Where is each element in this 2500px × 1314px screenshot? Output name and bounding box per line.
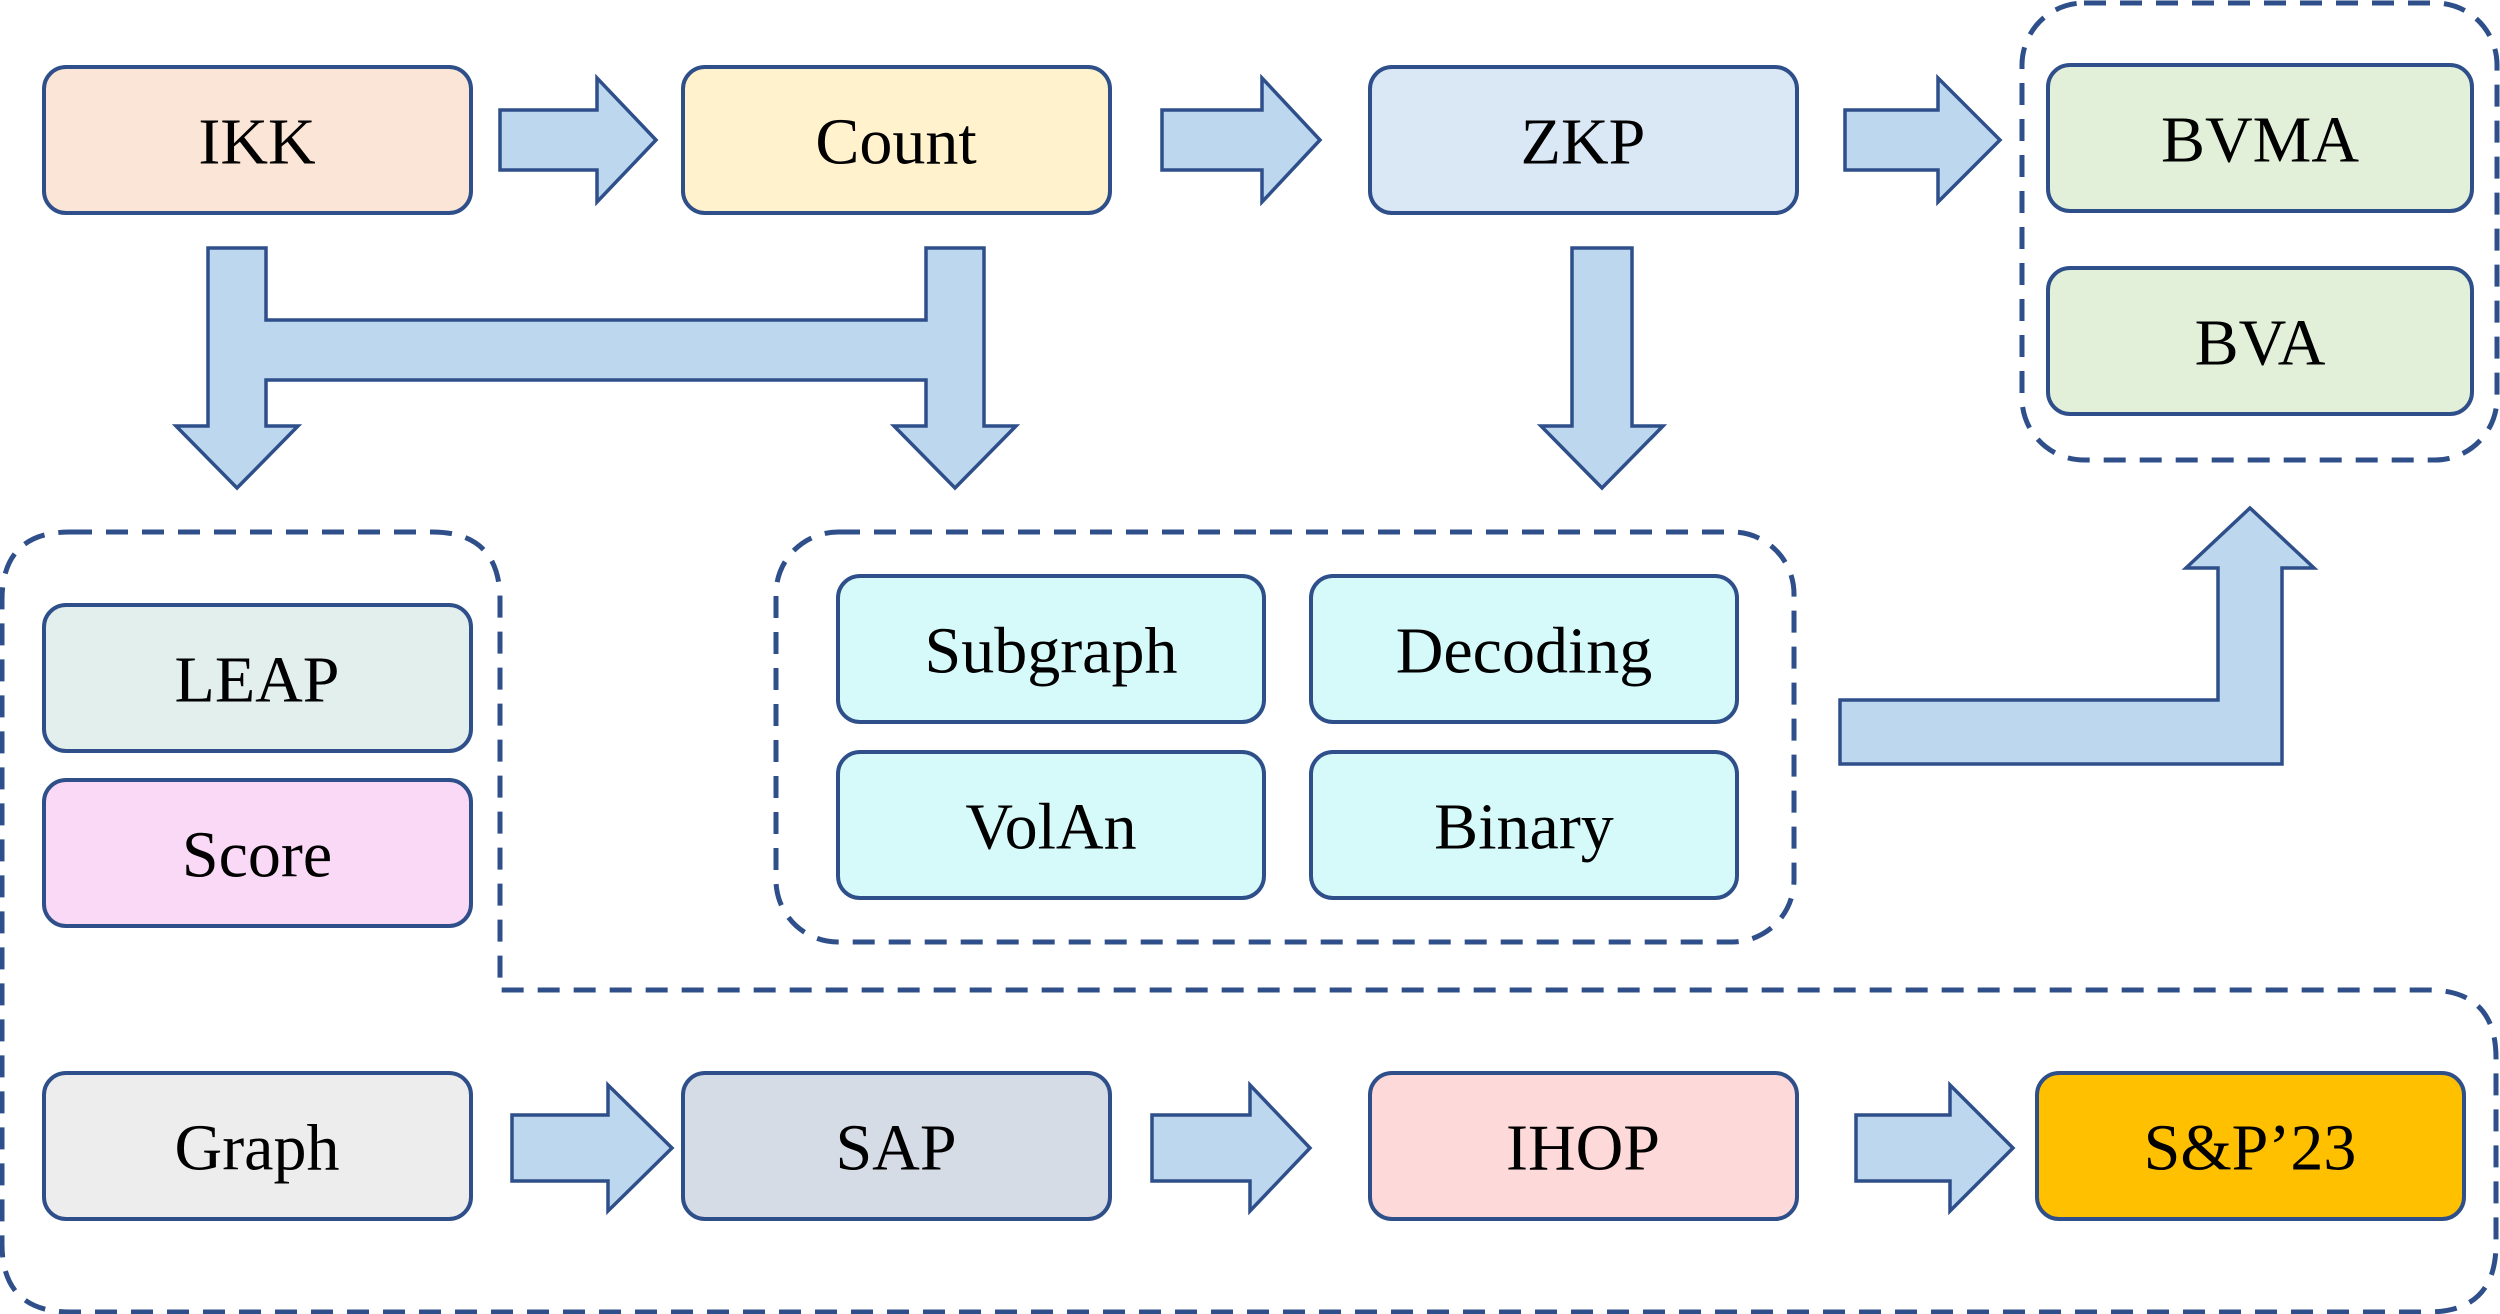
arrow-zkp-down bbox=[1536, 246, 1668, 491]
node-leap-box bbox=[42, 603, 473, 753]
node-binary-label: Binary bbox=[1434, 791, 1614, 864]
node-volan: VolAn bbox=[836, 750, 1266, 900]
arrow-count-to-zkp bbox=[1160, 73, 1323, 207]
node-ikk-label: IKK bbox=[198, 106, 315, 179]
node-decoding-label: Decoding bbox=[1396, 615, 1653, 688]
node-sp23: S&P’23 bbox=[2035, 1071, 2466, 1221]
arrow-ikk-to-count bbox=[498, 73, 659, 207]
node-zkp-box bbox=[1368, 65, 1799, 215]
node-ikk-box bbox=[42, 65, 473, 215]
node-sap: SAP bbox=[681, 1071, 1112, 1221]
node-subgraph-box bbox=[836, 574, 1266, 724]
node-decoding: Decoding bbox=[1309, 574, 1739, 724]
node-ihop-label: IHOP bbox=[1506, 1112, 1660, 1185]
node-zkp-label: ZKP bbox=[1521, 106, 1646, 179]
node-bva-label: BVA bbox=[2195, 307, 2326, 380]
group-leap-score-bottom-row bbox=[0, 529, 2499, 1314]
node-leap: LEAP bbox=[42, 603, 473, 753]
group-bvma-bva bbox=[2019, 0, 2500, 463]
node-score: Score bbox=[42, 778, 473, 928]
node-count-label: Count bbox=[815, 106, 976, 179]
arrow-sap-to-ihop bbox=[1150, 1080, 1313, 1216]
node-ikk: IKK bbox=[42, 65, 473, 215]
node-bvma: BVMA bbox=[2046, 63, 2474, 213]
node-zkp: ZKP bbox=[1368, 65, 1799, 215]
node-subgraph-label: Subgraph bbox=[925, 615, 1178, 688]
node-bva-box bbox=[2046, 266, 2474, 416]
node-sap-box bbox=[681, 1071, 1112, 1221]
node-leap-label: LEAP bbox=[175, 644, 340, 717]
node-volan-label: VolAn bbox=[965, 791, 1136, 864]
node-score-box bbox=[42, 778, 473, 928]
node-ihop-box bbox=[1368, 1071, 1799, 1221]
node-graph-label: Graph bbox=[175, 1112, 340, 1185]
node-ihop: IHOP bbox=[1368, 1071, 1799, 1221]
node-volan-box bbox=[836, 750, 1266, 900]
node-sp23-label: S&P’23 bbox=[2144, 1112, 2357, 1185]
node-count: Count bbox=[681, 65, 1112, 215]
arrow-ikk-count-bracket bbox=[171, 246, 1021, 491]
node-sap-label: SAP bbox=[835, 1112, 956, 1185]
node-subgraph: Subgraph bbox=[836, 574, 1266, 724]
node-score-label: Score bbox=[182, 819, 332, 892]
group-subgraph-decoding-volan-binary bbox=[773, 529, 1797, 945]
node-decoding-box bbox=[1309, 574, 1739, 724]
node-graph-box bbox=[42, 1071, 473, 1221]
node-sp23-box bbox=[2035, 1071, 2466, 1221]
node-binary-box bbox=[1309, 750, 1739, 900]
arrow-ihop-to-sp23 bbox=[1854, 1080, 2016, 1216]
node-bvma-label: BVMA bbox=[2161, 104, 2359, 177]
node-count-box bbox=[681, 65, 1112, 215]
arrow-zkp-to-bvma bbox=[1843, 73, 2003, 207]
node-graph: Graph bbox=[42, 1071, 473, 1221]
node-bva: BVA bbox=[2046, 266, 2474, 416]
node-binary: Binary bbox=[1309, 750, 1739, 900]
node-bvma-box bbox=[2046, 63, 2474, 213]
arrow-center-to-bvma-bva bbox=[1838, 505, 2319, 766]
arrow-graph-to-sap bbox=[510, 1080, 675, 1216]
